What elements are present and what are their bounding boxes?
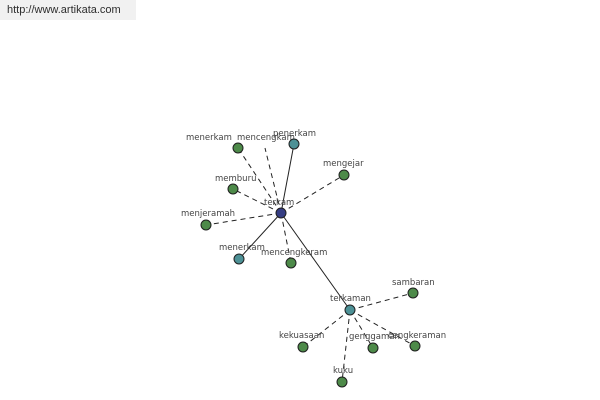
node-terkam-label: terkam: [264, 198, 294, 208]
node-terkaman[interactable]: terkaman: [330, 294, 371, 316]
node-memburu[interactable]: memburu: [215, 174, 256, 195]
node-menjeramah[interactable]: menjeramah: [181, 209, 235, 231]
node-memburu-label: memburu: [215, 174, 256, 184]
node-kekuasaan-circle[interactable]: [297, 341, 309, 353]
node-mengejar[interactable]: mengejar: [323, 159, 364, 181]
node-terkam[interactable]: terkam: [264, 198, 294, 219]
node-kekuasaan-label: kekuasaan: [279, 331, 324, 341]
node-penerkam[interactable]: penerkam: [273, 129, 316, 150]
node-genggaman-circle[interactable]: [367, 342, 379, 354]
node-menjeramah-circle[interactable]: [200, 219, 212, 231]
edge-terkaman-kekuasaan: [302, 309, 351, 348]
edge-terkam-mencengkam: [264, 147, 282, 214]
node-sambaran[interactable]: sambaran: [392, 278, 435, 299]
node-menerkam-top-label: menerkam: [186, 133, 232, 143]
node-penerkam-circle[interactable]: [288, 138, 300, 150]
node-mencengkam[interactable]: mencengkam: [237, 133, 295, 143]
node-penerkam-label: penerkam: [273, 129, 316, 139]
edge-terkam-menerkam-top: [237, 147, 282, 214]
node-mencengkeram-label: mencengkeram: [261, 248, 327, 258]
node-genggaman-label: genggaman: [349, 332, 400, 342]
node-memburu-circle[interactable]: [227, 183, 239, 195]
node-terkaman-circle[interactable]: [344, 304, 356, 316]
node-cengkeraman-circle[interactable]: [409, 340, 421, 352]
edge-terkaman-kuku: [341, 309, 351, 383]
node-kekuasaan[interactable]: kekuasaan: [279, 331, 324, 353]
edge-terkaman-sambaran: [349, 292, 414, 311]
node-cengkeraman-label: cengkeraman: [388, 331, 446, 341]
node-terkam-circle[interactable]: [275, 207, 287, 219]
node-mencengkam-label: mencengkam: [237, 133, 295, 143]
node-kuku-label: kuku: [333, 366, 353, 376]
node-menerkam-top-circle[interactable]: [232, 142, 244, 154]
node-mengejar-circle[interactable]: [338, 169, 350, 181]
edge-terkam-mengejar: [280, 174, 345, 214]
node-menjeramah-label: menjeramah: [181, 209, 235, 219]
node-menerkam-mid-label: menerkam: [219, 243, 265, 253]
edge-terkam-menjeramah: [205, 212, 282, 226]
edge-terkam-terkaman: [280, 212, 351, 311]
node-menerkam-top[interactable]: menerkam: [186, 133, 244, 154]
node-kuku[interactable]: kuku: [333, 366, 353, 388]
node-kuku-circle[interactable]: [336, 376, 348, 388]
edge-terkam-penerkam: [280, 143, 295, 214]
node-sambaran-label: sambaran: [392, 278, 435, 288]
edge-terkaman-genggaman: [349, 309, 374, 349]
source-url-link[interactable]: http://www.artikata.com: [0, 0, 136, 20]
node-menerkam-mid[interactable]: menerkam: [219, 243, 265, 265]
nodes: menerkam mencengkam penerkam mengejar me…: [181, 129, 446, 388]
node-mencengkeram[interactable]: mencengkeram: [261, 248, 327, 269]
node-sambaran-circle[interactable]: [407, 287, 419, 299]
node-terkaman-label: terkaman: [330, 294, 371, 304]
edges: [205, 143, 416, 383]
node-genggaman[interactable]: genggaman: [349, 332, 400, 354]
edge-terkam-menerkam-mid: [238, 212, 282, 260]
node-cengkeraman[interactable]: cengkeraman: [388, 331, 446, 352]
node-mencengkeram-circle[interactable]: [285, 257, 297, 269]
node-mengejar-label: mengejar: [323, 159, 364, 169]
node-menerkam-mid-circle[interactable]: [233, 253, 245, 265]
edge-terkaman-cengkeraman: [349, 309, 416, 347]
